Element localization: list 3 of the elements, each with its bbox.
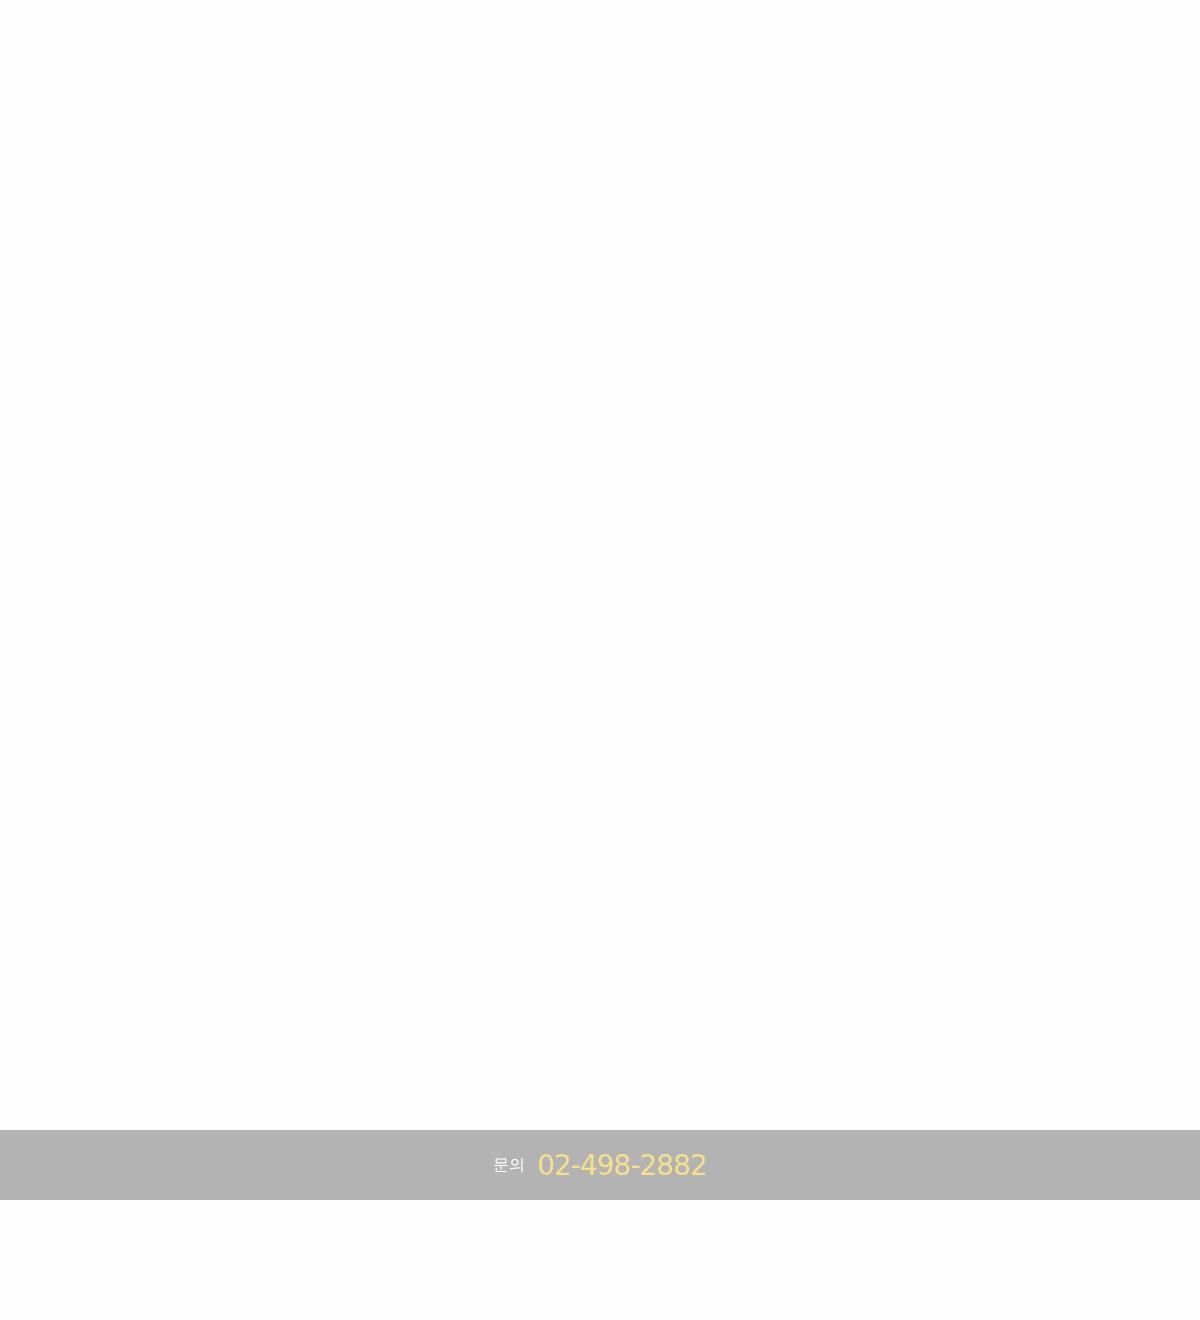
contact-band bbox=[0, 1130, 1200, 1200]
phone-number: 02-498-2882 bbox=[537, 1148, 707, 1182]
inquiry-label: 문의 bbox=[493, 1154, 526, 1176]
